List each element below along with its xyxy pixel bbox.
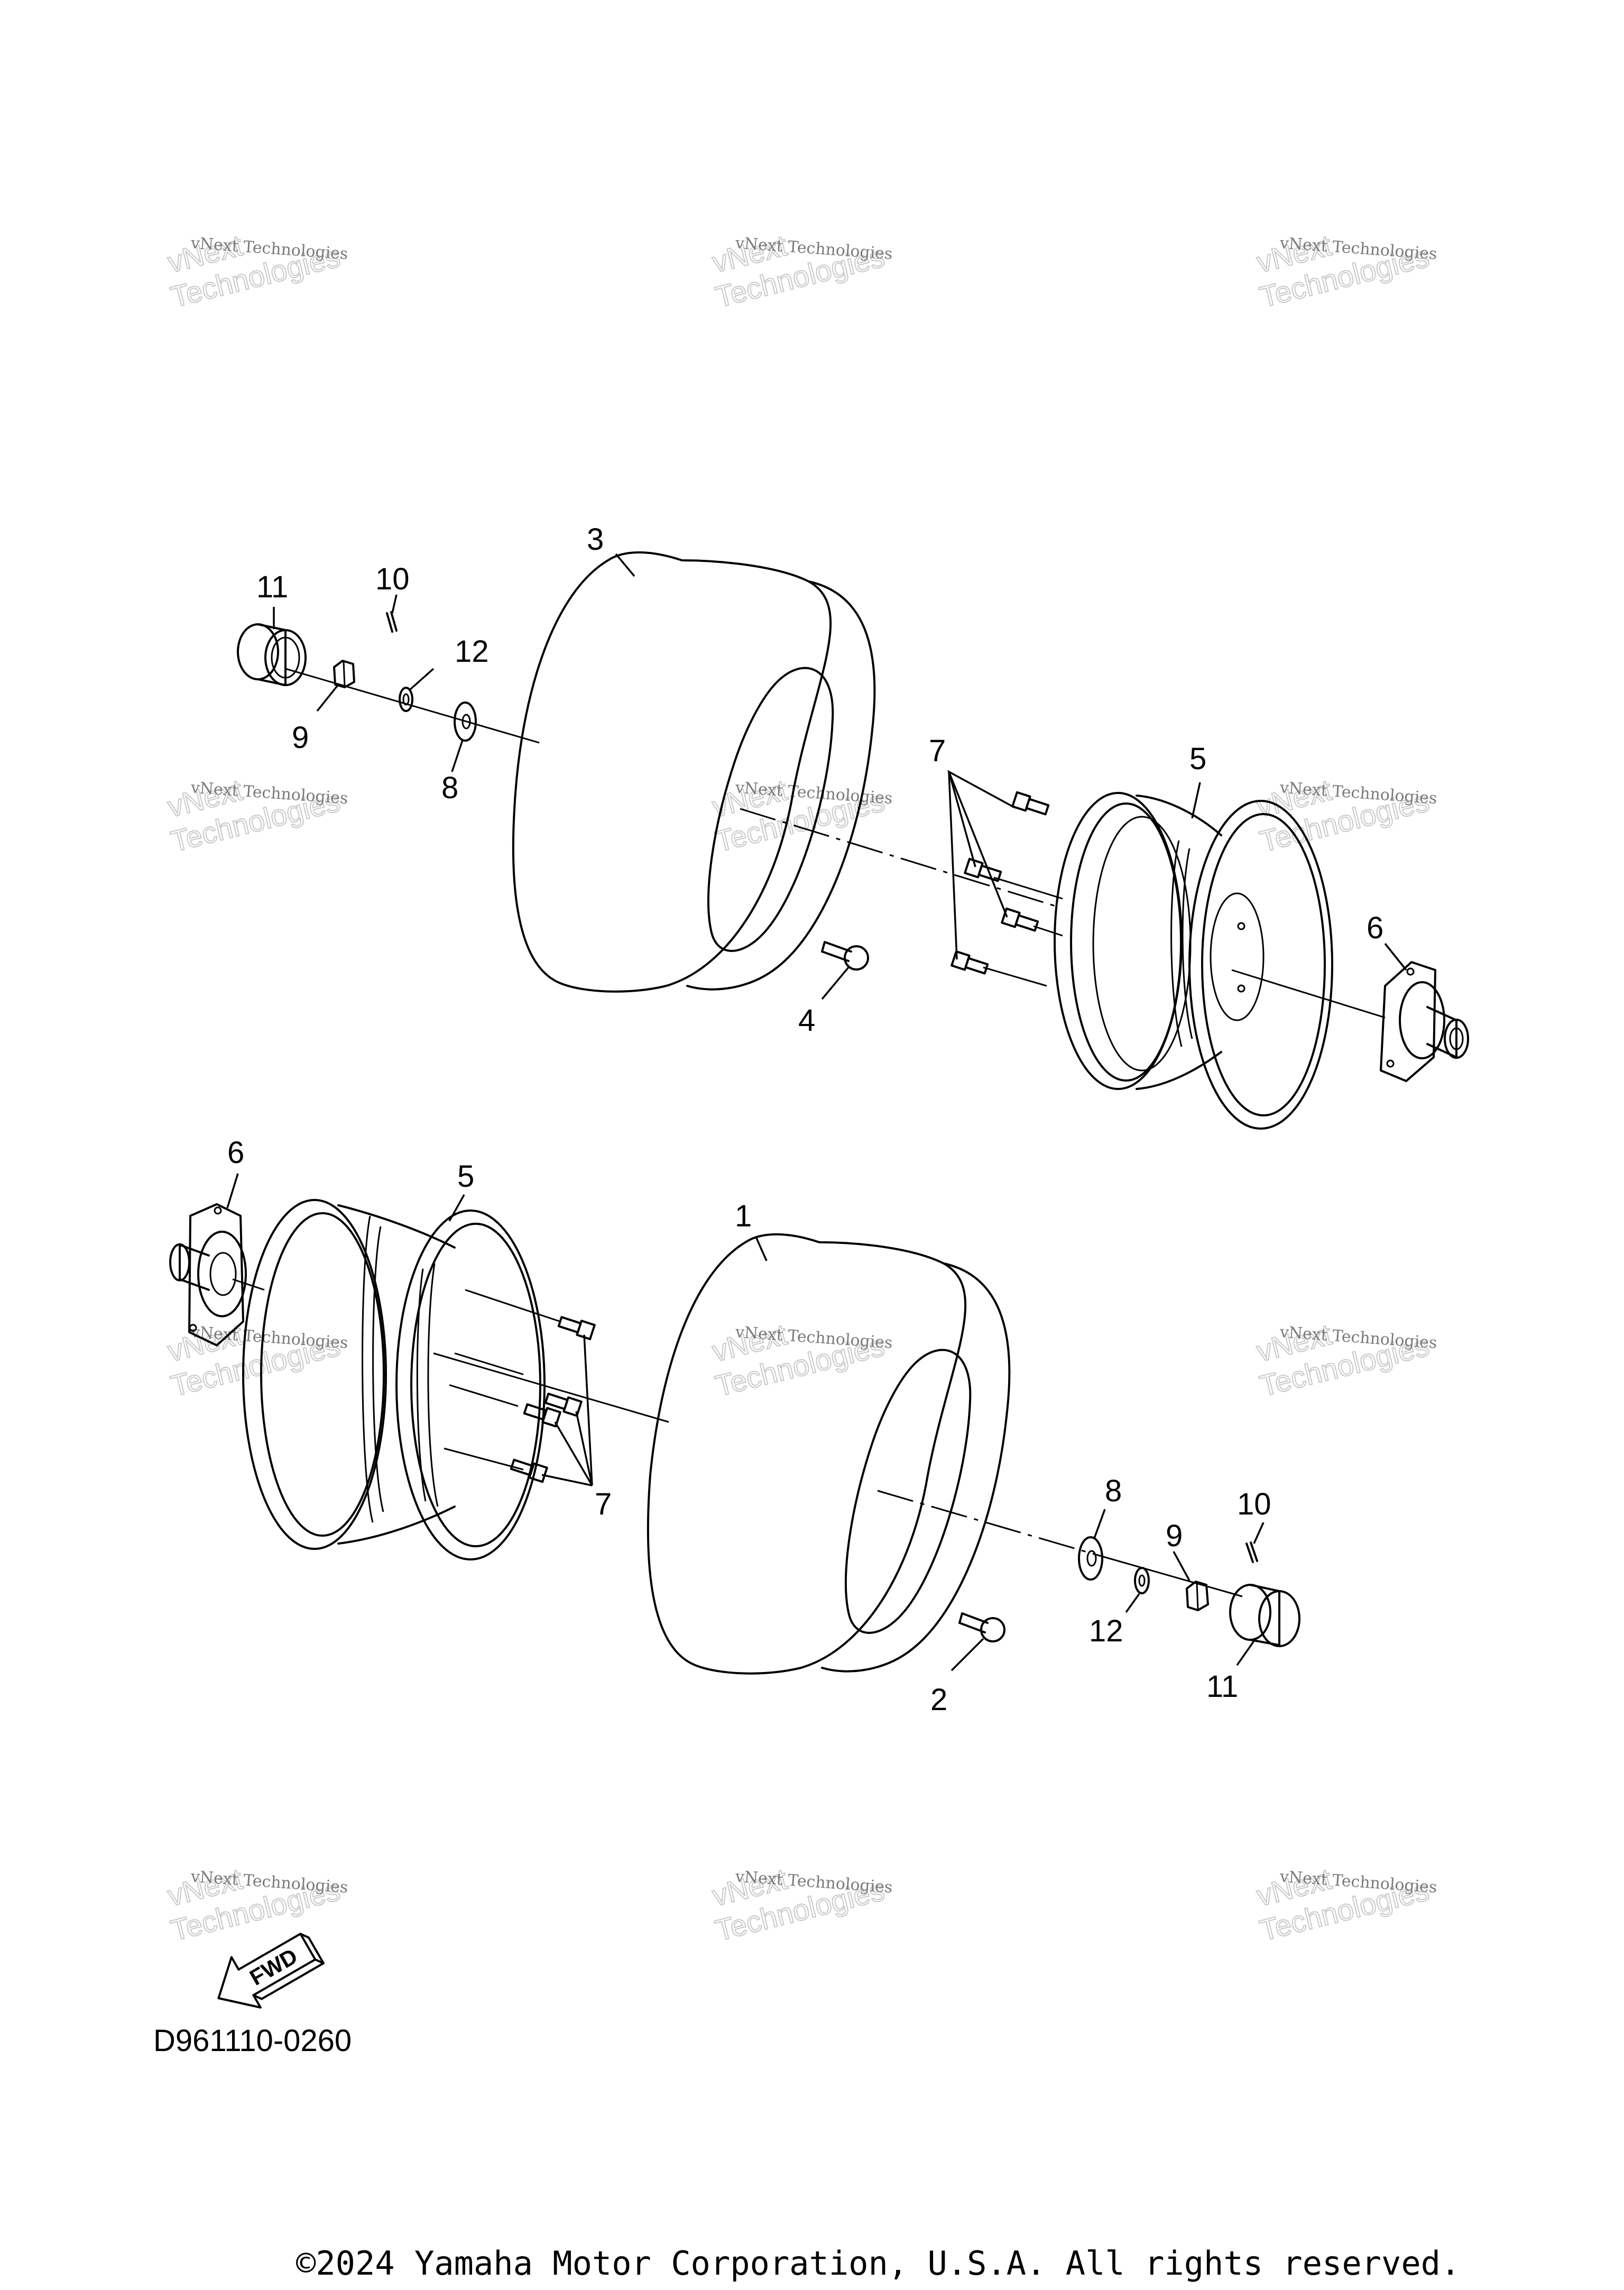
watermark: vNext Technologies vNext Technologies [164,1861,349,1947]
callout-8-upper: 8 [441,771,458,805]
lock-washer-lower [1134,1567,1150,1594]
callout-3: 3 [587,522,604,557]
callout-numbers: 11 10 9 12 8 3 4 7 5 6 6 5 1 7 8 10 9 12… [227,522,1383,1717]
watermark: vNext Technologies vNext Technologies [708,772,893,858]
copyright-notice: ©2024 Yamaha Motor Corporation, U.S.A. A… [296,2244,1460,2283]
leader-lines [226,553,1407,1672]
tire-upper [512,551,876,993]
watermark: vNext Technologies vNext Technologies [708,228,893,314]
callout-7-lower: 7 [595,1487,612,1521]
callout-4: 4 [798,1003,815,1038]
callout-5-upper: 5 [1189,742,1206,776]
callout-8-lower: 8 [1105,1474,1122,1508]
watermark: vNext Technologies vNext Technologies [1253,1317,1438,1403]
lower-axle-line [1094,1553,1243,1598]
tire-lower [647,1233,1011,1675]
castle-nut-lower [1186,1581,1209,1611]
callout-11-upper: 11 [256,570,288,604]
valve-lower [958,1612,1005,1642]
callout-11-lower: 11 [1206,1669,1238,1704]
watermark: vNext Technologies vNext Technologies [164,228,349,314]
wheel-bolts-lower [444,1289,596,1483]
plain-washer-upper [454,701,477,742]
watermark: vNext Technologies vNext Technologies [1253,1861,1438,1947]
callout-9-upper: 9 [292,721,309,755]
callout-6-upper: 6 [1367,911,1383,945]
lower-center-line [433,1352,669,1423]
watermark: vNext Technologies vNext Technologies [708,1317,893,1403]
wheel-hub-upper [1380,961,1469,1082]
hub-cap-lower [1229,1584,1300,1647]
callout-10-lower: 10 [1237,1487,1271,1521]
diagram-reference: D961110-0260 [153,2024,352,2058]
castle-nut-upper [333,660,355,688]
lock-washer-upper [399,687,413,712]
cotter-pin-upper [386,611,398,633]
callout-1: 1 [735,1199,752,1233]
callout-5-lower: 5 [457,1159,474,1194]
wheel-bolts-upper [951,791,1063,987]
rim-upper [1054,792,1333,1130]
watermark: vNext Technologies vNext Technologies [164,772,349,858]
callout-2: 2 [930,1683,947,1717]
watermark: vNext Technologies vNext Technologies [708,1861,893,1947]
wheel-hub-lower [169,1203,247,1346]
watermark: vNext Technologies vNext Technologies [1253,772,1438,858]
upper-hub-line [1231,969,1386,1019]
callout-12-lower: 12 [1089,1614,1123,1648]
callout-12-upper: 12 [455,634,489,669]
valve-upper [821,941,869,971]
callout-6-lower: 6 [227,1135,244,1170]
lower-hub-line [232,1278,265,1291]
cotter-pin-lower [1245,1541,1258,1563]
callout-7-upper: 7 [929,734,946,768]
watermark: vNext Technologies vNext Technologies [1253,228,1438,314]
callout-10-upper: 10 [375,562,410,596]
rim-lower [242,1199,546,1560]
plain-washer-lower [1078,1536,1103,1581]
callout-9-lower: 9 [1166,1519,1183,1553]
watermark-grid: vNext Technologies vNext Technologies vN… [164,228,1438,1947]
upper-axis-lines [285,668,1386,1019]
hub-cap-upper [237,623,307,686]
